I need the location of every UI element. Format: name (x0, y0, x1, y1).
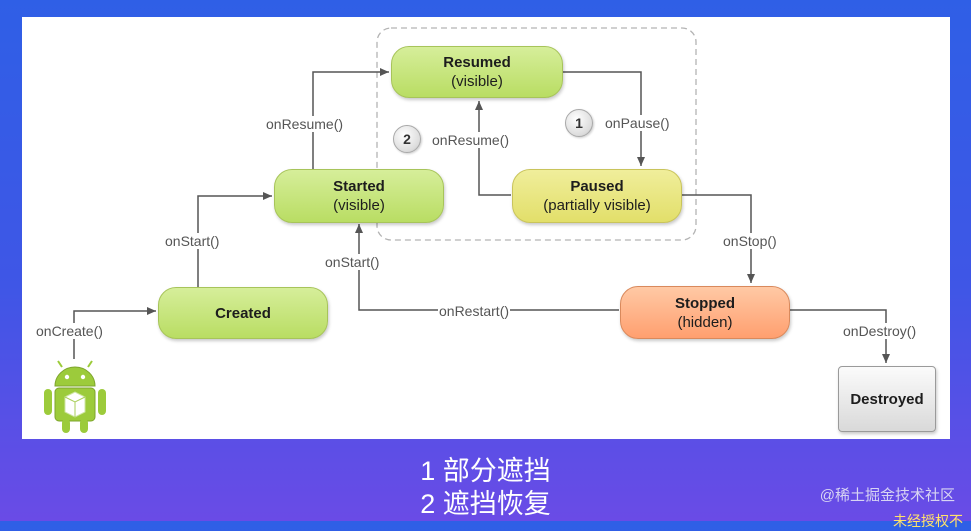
arrow-onstop (681, 194, 755, 283)
badge-two: 2 (393, 125, 421, 153)
state-resumed: Resumed (visible) (391, 46, 563, 98)
arrow-onresume-paused (475, 101, 511, 196)
state-started: Started (visible) (274, 169, 444, 223)
state-destroyed: Destroyed (838, 366, 936, 432)
callback-onresume-inner: onResume() (431, 132, 511, 148)
callback-onstop: onStop() (722, 233, 778, 249)
foreground-region (376, 27, 697, 241)
state-started-name: Started (333, 178, 385, 195)
callback-onpause: onPause() (604, 115, 671, 131)
arrow-oncreate (73, 307, 156, 359)
state-started-sub: (visible) (333, 197, 385, 214)
arrow-onresume-started (312, 68, 389, 170)
arrow-ondestroy (788, 309, 890, 363)
state-created-name: Created (215, 304, 271, 322)
callback-onrestart: onRestart() (438, 303, 511, 319)
state-created: Created (158, 287, 328, 339)
state-paused-sub: (partially visible) (543, 197, 651, 214)
arrow-onstart-created (197, 192, 272, 287)
state-resumed-sub: (visible) (451, 73, 503, 90)
arrow-onrestart (355, 224, 619, 311)
watermark-tail: 未经授权不 (893, 513, 963, 529)
state-stopped-name: Stopped (675, 294, 735, 312)
state-stopped: Stopped (hidden) (620, 286, 790, 339)
caption-line-2: 2 遮挡恢复 (420, 489, 551, 519)
connector-lines (44, 27, 890, 433)
arrow-onpause (562, 71, 645, 166)
caption-line-1: 1 部分遮挡 (420, 456, 551, 486)
state-stopped-sub: (hidden) (677, 313, 733, 331)
android-robot-icon (44, 360, 106, 433)
badge-one: 1 (565, 109, 593, 137)
lifecycle-diagram: Resumed (visible) Started (visible) Paus… (22, 17, 950, 439)
callback-onresume-left: onResume() (265, 116, 345, 132)
state-paused: Paused (partially visible) (512, 169, 682, 223)
watermark: @稀土掘金技术社区 (819, 487, 955, 504)
callback-ondestroy: onDestroy() (842, 323, 918, 339)
state-destroyed-name: Destroyed (850, 390, 924, 408)
callback-onstart-top: onStart() (164, 233, 221, 249)
callback-onstart-bottom: onStart() (324, 254, 381, 270)
state-resumed-name: Resumed (443, 54, 511, 71)
state-paused-name: Paused (570, 178, 624, 195)
callback-oncreate: onCreate() (35, 323, 104, 339)
